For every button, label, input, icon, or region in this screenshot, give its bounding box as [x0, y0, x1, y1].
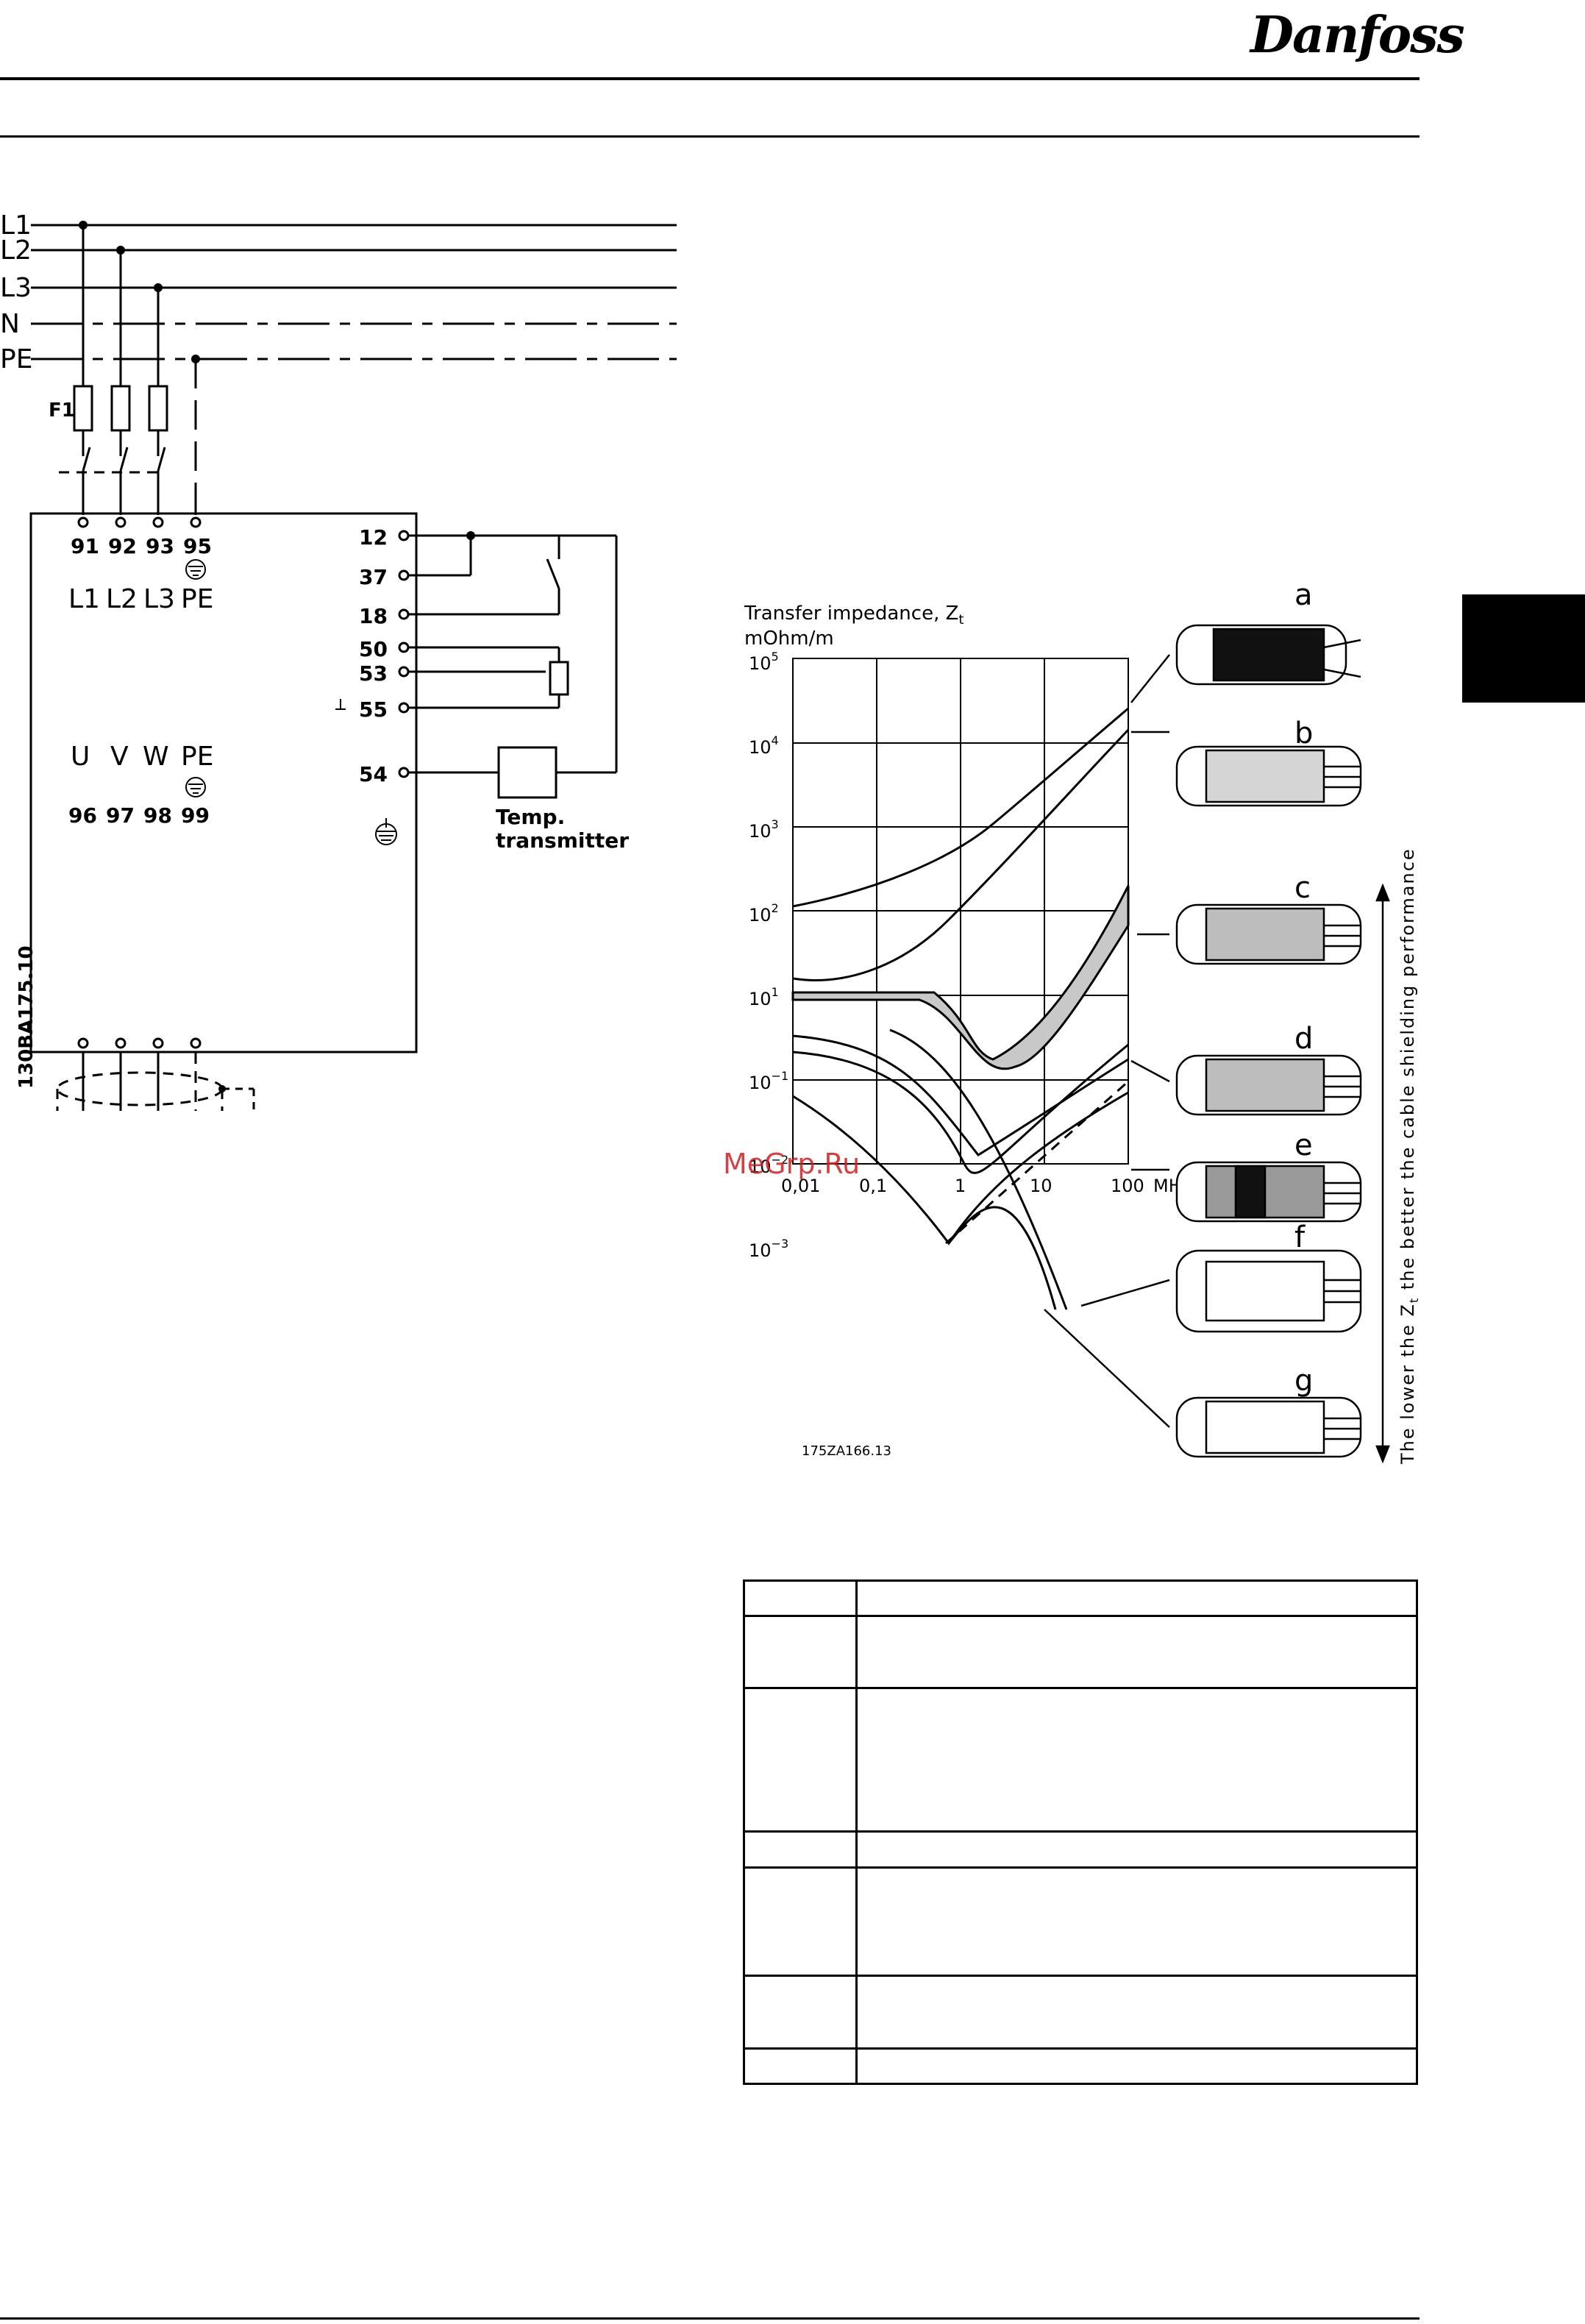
protective-earth-icon [185, 777, 206, 797]
danfoss-logo: Danfoss [1250, 6, 1465, 65]
table-row [743, 1830, 1418, 1869]
cable-letters: a b c d e f g [1294, 578, 1313, 1398]
table-row [743, 1687, 1418, 1833]
svg-text:102: 102 [749, 901, 779, 925]
table-row [743, 1615, 1418, 1689]
svg-text:g: g [1294, 1364, 1313, 1398]
terminal-54: 54 [359, 762, 388, 786]
chart-unit: mOhm/m [744, 628, 834, 650]
mains-label-l1: L1 [0, 210, 32, 241]
terminal-92: 92 [108, 534, 137, 558]
input-label-l3: L3 [143, 584, 175, 614]
terminal-98: 98 [143, 803, 172, 828]
input-label-pe: PE [181, 584, 213, 614]
terminal-53: 53 [359, 661, 388, 686]
chart-figure-id: 175ZA166.13 [802, 1443, 891, 1459]
table-row [743, 1579, 1418, 1617]
wiring-figure-id: 130BA175.10 [15, 945, 38, 1089]
svg-text:100: 100 [1111, 1176, 1144, 1196]
transmitter-label-2: transmitter [496, 828, 629, 853]
svg-text:e: e [1294, 1129, 1313, 1162]
svg-text:10−3: 10−3 [749, 1237, 788, 1261]
terminal-99: 99 [181, 803, 210, 828]
table-row [743, 2047, 1418, 2085]
svg-text:104: 104 [749, 733, 779, 758]
terminal-50: 50 [359, 637, 388, 661]
input-label-l2: L2 [106, 584, 138, 614]
svg-text:101: 101 [749, 985, 779, 1009]
output-label-u: U [71, 742, 90, 772]
svg-text:0,01: 0,01 [781, 1176, 820, 1196]
output-label-v: V [110, 742, 129, 772]
cable-f-icon [1175, 1249, 1362, 1333]
transfer-impedance-chart: Transfer impedance, Zt mOhm/m 105 104 10… [744, 578, 1421, 1465]
svg-text:c: c [1294, 871, 1311, 905]
header-rule-top [0, 77, 1420, 80]
svg-text:a: a [1294, 578, 1313, 612]
terminal-18: 18 [359, 604, 388, 628]
common-ground-icon [335, 699, 346, 710]
watermark: MeGrp.Ru [723, 1148, 861, 1180]
terminal-12: 12 [359, 525, 388, 550]
svg-text:b: b [1294, 717, 1313, 750]
chapter-tab [1462, 594, 1585, 703]
protective-earth-icon [185, 559, 206, 580]
footer-rule [0, 2317, 1420, 2320]
mains-label-n: N [0, 309, 20, 339]
mains-label-pe: PE [0, 344, 32, 374]
chart-title: Transfer impedance, Zt [744, 603, 964, 628]
output-label-pe: PE [181, 742, 213, 772]
terminal-95: 95 [183, 534, 212, 558]
header-rule-bottom [0, 135, 1420, 138]
table-row [743, 1975, 1418, 2050]
svg-text:0,1: 0,1 [859, 1176, 887, 1196]
cable-a-icon [1175, 624, 1361, 686]
mains-label-l3: L3 [0, 273, 32, 303]
svg-text:105: 105 [749, 650, 779, 674]
input-label-l1: L1 [68, 584, 100, 614]
fuse-label: F1 [49, 399, 75, 422]
y-axis-ticks: 105 104 103 102 101 10−1 10−2 10−3 [749, 650, 788, 1261]
cable-d-icon [1175, 1054, 1362, 1116]
transmitter-label-1: Temp. [496, 805, 565, 829]
cable-g-icon [1175, 1396, 1362, 1458]
terminal-55: 55 [359, 697, 388, 722]
output-label-w: W [143, 742, 169, 772]
terminal-37: 37 [359, 565, 388, 589]
side-caption: The lower the Zt the better the cable sh… [1397, 847, 1421, 1465]
terminal-91: 91 [71, 534, 99, 558]
table-row [743, 1866, 1418, 1977]
terminal-97: 97 [106, 803, 135, 828]
chassis-ground-icon [375, 818, 397, 845]
cable-b-icon [1175, 745, 1362, 807]
side-caption-arrow [1375, 883, 1390, 1464]
svg-text:f: f [1294, 1220, 1306, 1254]
svg-text:1: 1 [955, 1176, 966, 1196]
mains-label-l2: L2 [0, 235, 32, 266]
svg-text:10: 10 [1030, 1176, 1052, 1196]
svg-text:10−2: 10−2 [749, 1153, 788, 1177]
empty-table [743, 1579, 1418, 2085]
terminal-93: 93 [146, 534, 174, 558]
cable-e-icon [1175, 1161, 1362, 1223]
svg-text:d: d [1294, 1022, 1313, 1056]
terminal-96: 96 [68, 803, 97, 828]
wiring-diagram: L1 L2 L3 N PE F1 91 92 93 95 L1 L2 L3 PE… [0, 210, 677, 1111]
svg-text:103: 103 [749, 817, 779, 842]
cable-c-icon [1175, 903, 1362, 965]
svg-text:10−1: 10−1 [749, 1069, 788, 1093]
